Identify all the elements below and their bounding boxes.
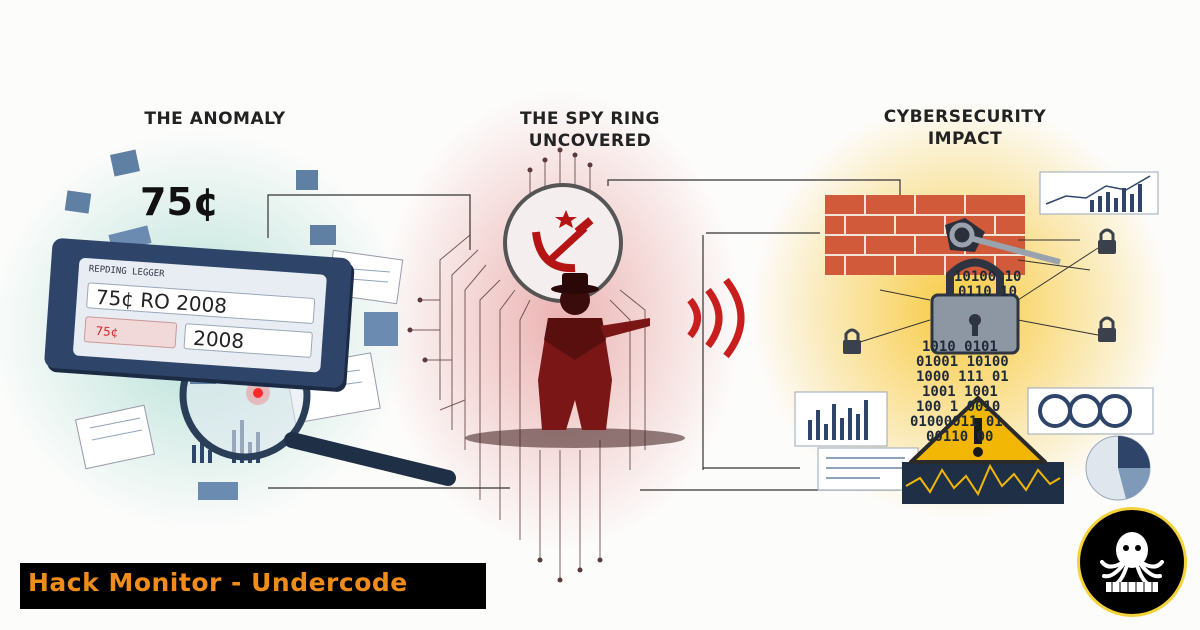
- signal-waves-icon: [687, 277, 745, 359]
- ledger-screen: REPDING LEGGER 75¢ RO 2008 75¢ 2008: [72, 257, 327, 373]
- binary-stream: 10100 10 0110 10 1010 0101 01001 10100 1…: [896, 270, 1046, 445]
- binary-row: 1001 1001: [922, 384, 998, 400]
- binary-row: 00110 00: [926, 429, 994, 445]
- amount-label: 75¢: [140, 180, 220, 224]
- heading-spy-ring: THE SPY RING UNCOVERED: [470, 108, 710, 152]
- heading-line: THE SPY RING: [520, 109, 660, 129]
- heading-the-anomaly: THE ANOMALY: [95, 108, 335, 130]
- binary-row: 01001 10100: [916, 354, 1009, 370]
- hammer-sickle-icon: [503, 183, 623, 303]
- ledger-row: 2008: [183, 323, 313, 359]
- warning-icon: [909, 396, 1047, 464]
- binary-row: 0110 10: [958, 284, 1018, 300]
- binary-row: 1010 0101: [922, 339, 998, 355]
- heading-line: UNCOVERED: [528, 131, 652, 151]
- firewall-icon: [825, 195, 1061, 275]
- heading-line: CYBERSECURITY: [883, 107, 1047, 127]
- spy-figure-icon: [465, 273, 685, 448]
- top-right-chart: [1039, 171, 1159, 215]
- heading-line: IMPACT: [927, 129, 1003, 149]
- brand-banner: Hack Monitor - Undercode: [20, 563, 486, 609]
- padlock-icon: [930, 258, 1020, 355]
- binary-row: 01000011 01: [910, 414, 1003, 430]
- octopus-logo-icon: [1077, 507, 1187, 617]
- data-panels: [794, 387, 1154, 504]
- ledger-title: REPDING LEGGER: [88, 264, 165, 280]
- heading-cybersecurity-impact: CYBERSECURITY IMPACT: [835, 106, 1095, 150]
- binary-row: 100 1 0010: [916, 399, 1001, 415]
- heading-text: THE ANOMALY: [144, 109, 286, 129]
- small-padlocks: [843, 228, 1116, 354]
- binary-row: 1000 111 01: [916, 369, 1009, 385]
- ledger-device: REPDING LEGGER 75¢ RO 2008 75¢ 2008: [43, 237, 353, 389]
- ledger-red-cell: 75¢: [83, 316, 178, 349]
- binary-row: 10100 10: [954, 269, 1022, 285]
- brand-label: Hack Monitor - Undercode: [28, 568, 408, 597]
